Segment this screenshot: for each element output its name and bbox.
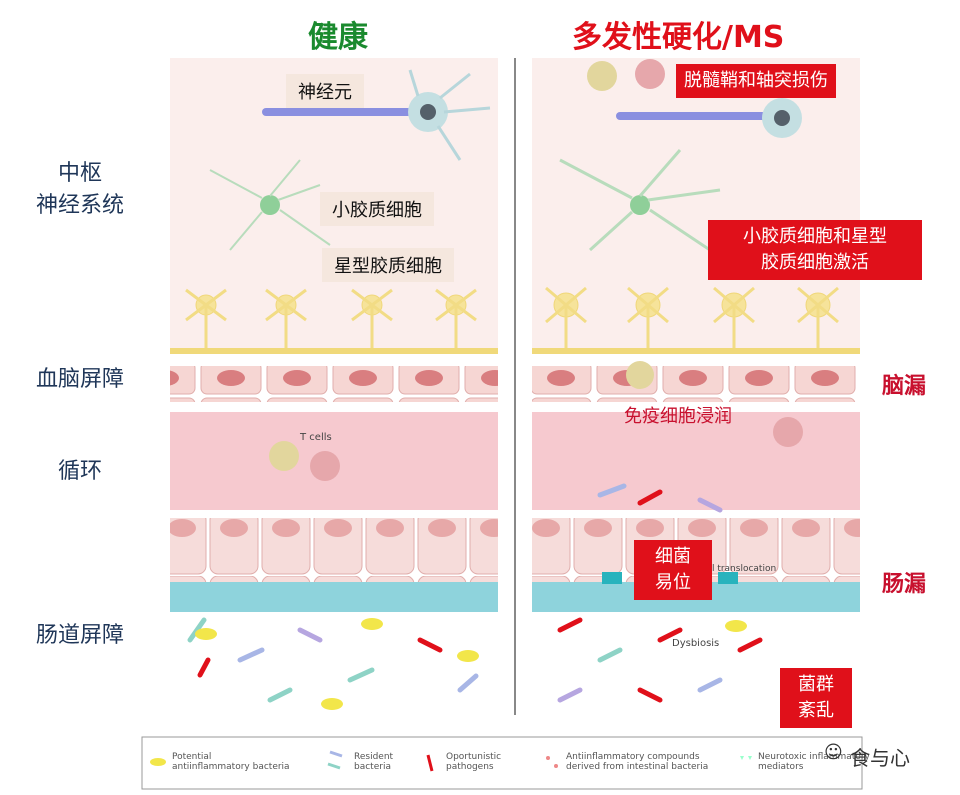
astrocyte-tag: 星型胶质细胞 xyxy=(322,248,454,282)
legend-box xyxy=(141,736,863,790)
legend-text-2: Resident bacteria xyxy=(354,752,394,772)
healthy-header: 健康 xyxy=(308,20,368,55)
circulation-label: 循环 xyxy=(57,459,102,484)
wechat-icon: ☺ xyxy=(824,742,843,763)
demyelination-box: 脱髓鞘和轴突损伤 xyxy=(676,64,836,98)
infiltration-label: 免疫细胞浸润 xyxy=(624,406,732,427)
healthy-panel xyxy=(170,58,498,710)
watermark-text: 食与心 xyxy=(850,746,910,770)
legend-text-4: Antiinflammatory compounds derived from … xyxy=(566,752,709,772)
microglia-tag: 小胶质细胞 xyxy=(320,192,434,226)
bbb-label: 血脑屏障 xyxy=(35,367,124,392)
activation-box: 小胶质细胞和星型 胶质细胞激活 xyxy=(708,220,922,280)
legend-text-3: Oportunistic pathogens xyxy=(446,752,502,772)
leaky-brain-label: 脑漏 xyxy=(882,374,927,399)
legend-text-5: Neurotoxic inflammatory mediators xyxy=(758,752,870,772)
neuron-tag: 神经元 xyxy=(286,74,364,108)
legend-text-1: Potential antiinflammatory bacteria xyxy=(172,752,290,772)
translocation-underlying-text: Microbial translocation xyxy=(674,564,776,574)
gut-label: 肠道屏障 xyxy=(35,623,124,648)
ms-panel: Dysbiosis Microbial translocation xyxy=(532,58,860,703)
tcells-label: T cells xyxy=(299,432,332,443)
ms-header: 多发性硬化/MS xyxy=(572,20,785,55)
dysbiosis-box: 菌群 紊乱 xyxy=(780,668,852,728)
translocation-box: 细菌 易位 xyxy=(634,540,712,600)
cns-label: 中枢 神经系统 xyxy=(35,161,124,218)
dysbiosis-text: Dysbiosis xyxy=(672,638,719,649)
leaky-gut-label: 肠漏 xyxy=(882,572,927,597)
